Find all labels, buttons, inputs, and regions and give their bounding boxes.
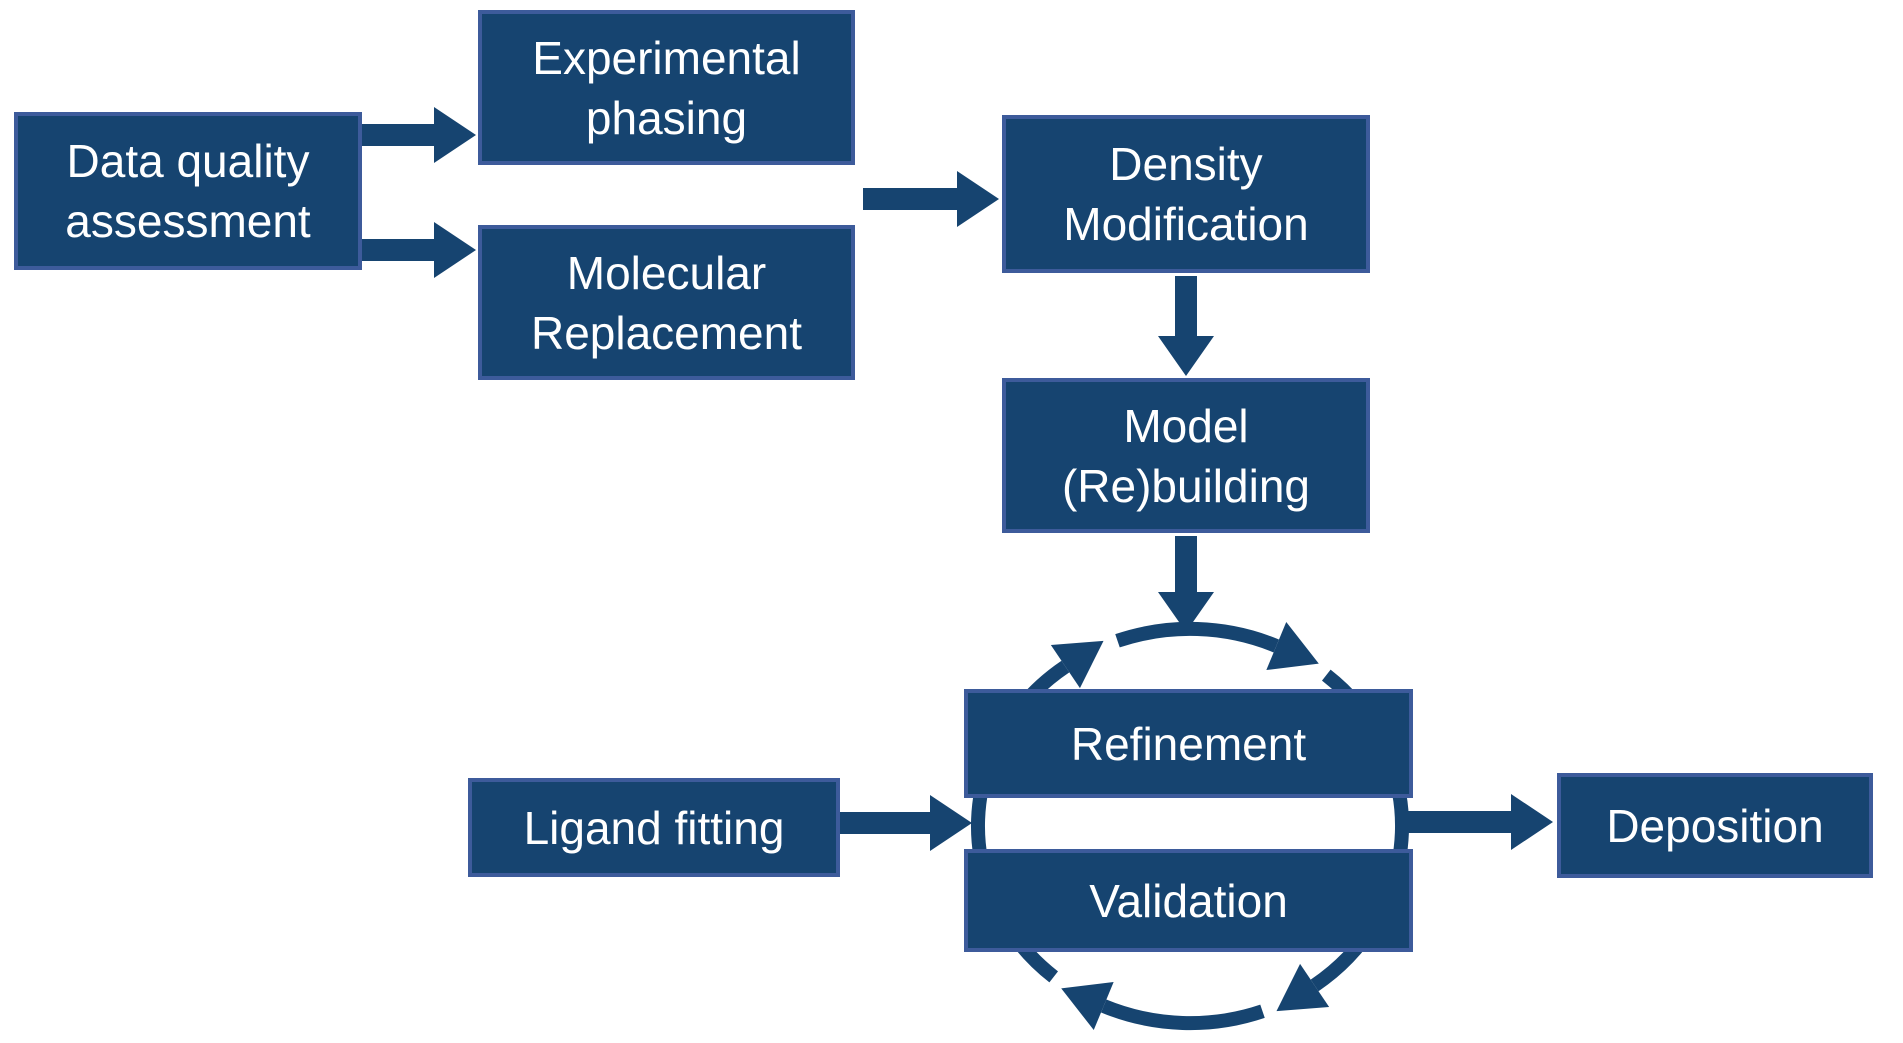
node-experimental-phasing: Experimental phasing [478, 10, 855, 165]
arrow-model-rebuilding-to-cycle [1158, 536, 1214, 632]
node-density-modification: Density Modification [1002, 115, 1370, 273]
arrow-cycle-to-deposition [1408, 794, 1553, 850]
refinement-validation-cycle-arrow [971, 621, 1409, 1031]
node-deposition: Deposition [1557, 773, 1873, 878]
node-label: Model [1123, 399, 1249, 452]
node-refinement: Refinement [964, 689, 1413, 798]
node-label: Density [1109, 138, 1263, 190]
cycle-arrowhead-bottom-left-icon [1061, 981, 1114, 1031]
node-label: phasing [585, 91, 748, 144]
node-label: Modification [1063, 198, 1309, 250]
node-data-quality-assessment: Data quality assessment [14, 112, 362, 270]
node-label: Validation [1089, 874, 1288, 927]
cycle-arrowhead-top-left-icon [1050, 640, 1104, 689]
node-label: Ligand fitting [523, 801, 785, 854]
node-validation: Validation [964, 849, 1413, 952]
node-label: Data quality [66, 135, 310, 187]
node-label: Refinement [1070, 717, 1307, 770]
arrow-data-quality-to-experimental-phasing [362, 107, 476, 163]
node-label: Deposition [1606, 799, 1824, 852]
node-label: Experimental [532, 31, 801, 84]
node-model-rebuilding: Model (Re)building [1002, 378, 1370, 533]
node-molecular-replacement: Molecular Replacement [478, 225, 855, 380]
node-label: (Re)building [1061, 459, 1310, 512]
node-label: assessment [65, 195, 311, 247]
arrow-density-modification-to-model-rebuilding [1158, 276, 1214, 376]
node-label: Molecular [566, 246, 767, 299]
cycle-arrowhead-bottom-right-icon [1276, 963, 1330, 1012]
node-ligand-fitting: Ligand fitting [468, 778, 840, 877]
cycle-arrowhead-top-right-icon [1266, 621, 1319, 671]
arrow-ligand-fitting-to-cycle [840, 795, 972, 851]
arrow-phasing-to-density-modification [863, 171, 999, 227]
arrow-data-quality-to-molecular-replacement [362, 222, 476, 278]
node-label: Replacement [530, 306, 803, 359]
